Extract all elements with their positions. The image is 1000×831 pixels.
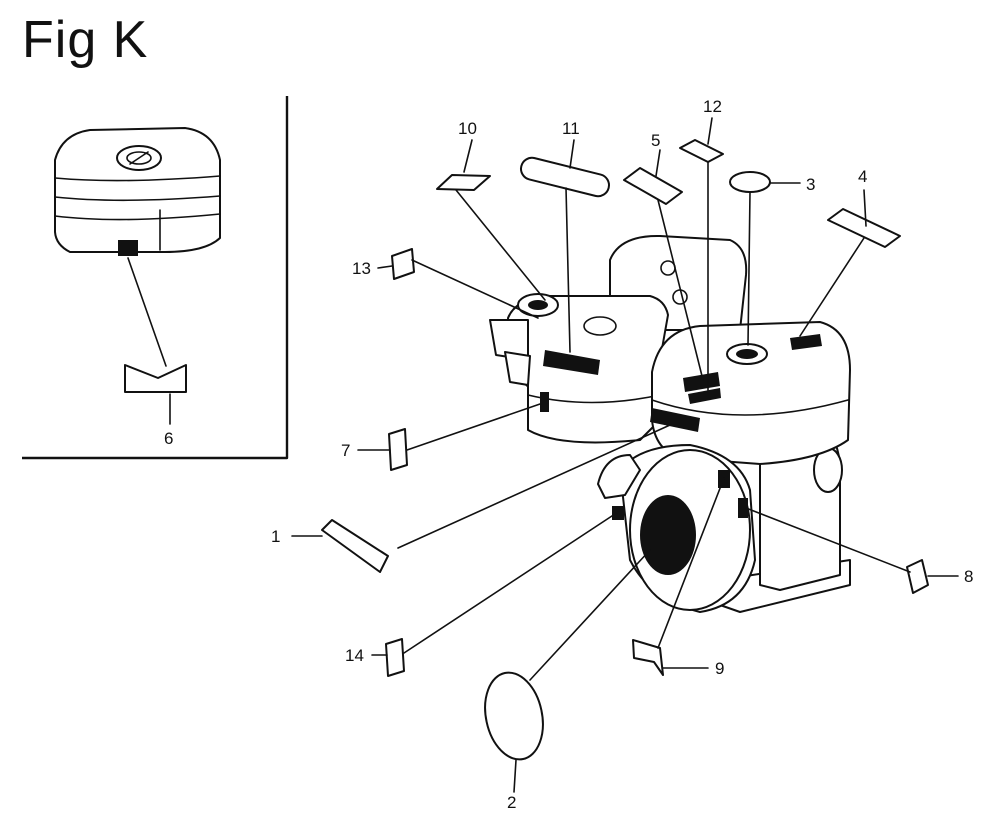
figure-title: Fig K [22,11,149,69]
decal-8-shape [906,559,929,594]
callout-12: 12 [703,97,722,116]
inset-frame [22,96,289,460]
decal-1-shape [321,519,389,573]
callout-6: 6 [164,429,173,448]
callout-13: 13 [352,259,371,278]
callout-3: 3 [806,175,815,194]
leader-lines [291,117,959,793]
callout-1: 1 [271,527,280,546]
decals [321,139,929,761]
callout-7: 7 [341,441,350,460]
callout-5: 5 [651,131,660,150]
callout-11: 11 [562,119,580,138]
decal-11-shape [520,156,610,198]
callout-9: 9 [715,659,724,678]
decal-13-shape [391,248,415,280]
decal-3-shape [729,171,771,193]
engine-illustration [489,234,851,613]
decal-12-shape [679,139,724,163]
callout-10: 10 [458,119,477,138]
callout-14: 14 [345,646,364,665]
callout-4: 4 [858,167,867,186]
decal-4-shape [827,208,901,248]
decal-2-shape [484,671,544,761]
callout-2: 2 [507,793,516,812]
decal-5-shape [623,167,683,205]
decal-6-shape [124,257,187,425]
decal-14-shape [385,638,405,677]
decal-10-shape [436,174,491,191]
inset-air-cleaner [54,127,221,256]
callout-labels: 1 2 3 4 5 6 7 8 9 10 11 12 13 14 [164,97,973,812]
callout-8: 8 [964,567,973,586]
decal-9-shape [632,639,664,676]
decal-7-shape [388,428,408,471]
